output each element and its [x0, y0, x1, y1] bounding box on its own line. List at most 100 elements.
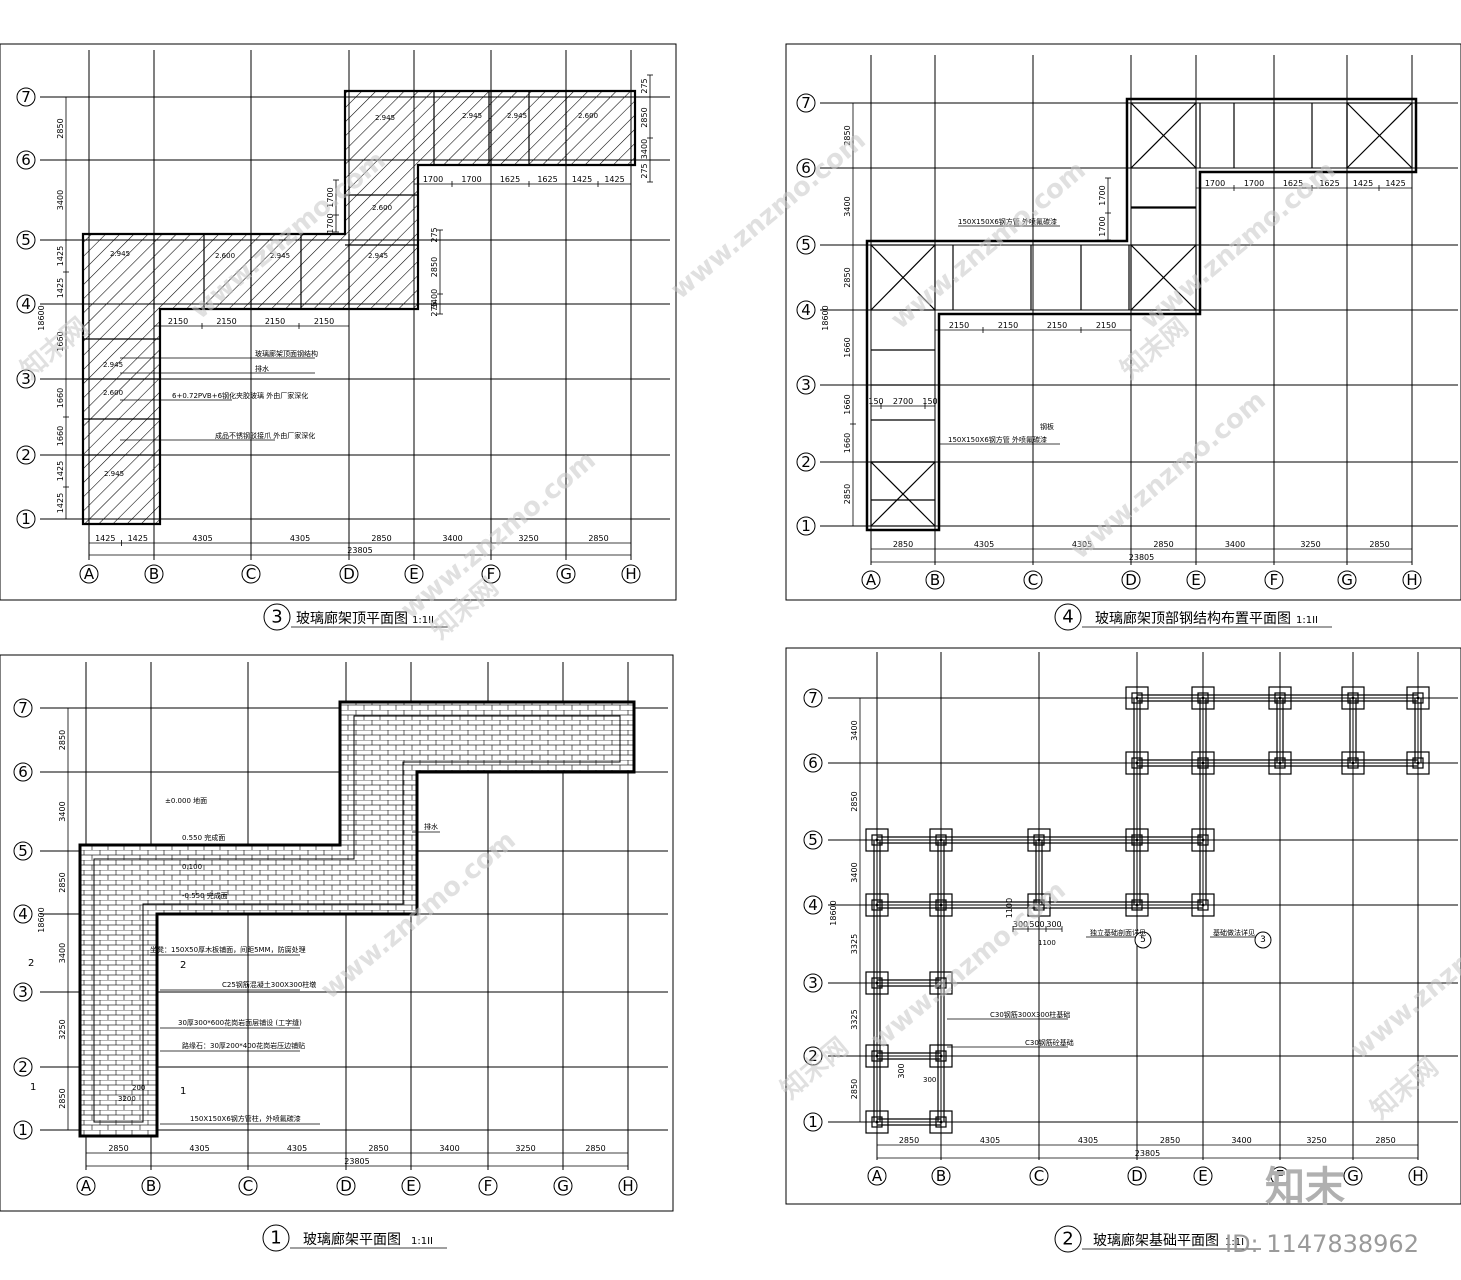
grid-label-7: 7 [18, 699, 28, 717]
p2d-dim-text: 300 [1013, 920, 1028, 929]
grid-label-g: G [560, 565, 572, 583]
p3-elevation: 2.945 [507, 112, 527, 120]
column-pier [1197, 757, 1209, 769]
p1-dim-text: 2850 [108, 1144, 128, 1153]
panel-1-frame [0, 654, 674, 1212]
p3m-dim-text: 2150 [265, 317, 285, 326]
grid-label-f: F [484, 1177, 493, 1195]
grid-bubble-4 [803, 895, 823, 915]
grid-bubble-6 [796, 158, 816, 178]
p4-title-number: 4 [1062, 607, 1073, 628]
p2-note: 基础做法详见 [1213, 928, 1255, 937]
p4-vdim-text: 2850 [843, 125, 852, 145]
grid-label-5: 5 [18, 842, 28, 860]
p1-title-number: 1 [270, 1228, 281, 1249]
p3-elevation: 2.945 [110, 250, 130, 258]
column-pier [1131, 899, 1143, 911]
p1-note: 0.100 [182, 863, 202, 871]
p2-title: 玻璃廊架基础平面图 [1093, 1232, 1219, 1249]
glass-roof-outline [81, 89, 637, 526]
p1-note: 排水 [424, 822, 438, 831]
grid-bubble-e [1193, 1166, 1213, 1186]
p4-dim-text: 4305 [974, 540, 994, 549]
grid-bubble-5 [13, 841, 33, 861]
footing-pad [865, 1110, 889, 1134]
grid-label-b: B [930, 571, 940, 589]
braced-bay-d7-brace [1130, 102, 1197, 169]
p4-vdim-text: 1660 [843, 394, 852, 414]
footing-pad [929, 828, 953, 852]
grid-bubble-7 [16, 87, 36, 107]
p1-note: ±0.000 地面 [165, 796, 207, 805]
p4v-vdim-text: 1700 [1098, 185, 1107, 205]
grid-bubble-5 [796, 235, 816, 255]
p4-dim-text: 2850 [893, 540, 913, 549]
p3v-vdim-text: 1700 [326, 187, 335, 207]
column-pier [1347, 757, 1359, 769]
grid-label-6: 6 [21, 151, 31, 169]
p2-note: 独立基础剖面详见 [1090, 928, 1146, 937]
grid-bubble-f [481, 564, 501, 584]
footing-pad [1191, 686, 1215, 710]
p1-total: 23805 [344, 1157, 369, 1166]
column-pier [1197, 899, 1209, 911]
column-pier [935, 1116, 947, 1128]
grid-label-d: D [1125, 571, 1137, 589]
footing-pad [865, 893, 889, 917]
column-center [1278, 761, 1282, 765]
p4s-dim-text: 2700 [893, 397, 913, 406]
grid-label-1: 1 [21, 510, 31, 528]
p4m-dim-text: 2150 [949, 321, 969, 330]
grid-label-4: 4 [808, 896, 818, 914]
p2d-dim-text: 500 [1029, 920, 1044, 929]
column-pier [1033, 834, 1045, 846]
braced-bay-a1-brace [870, 461, 936, 527]
grid-label-1: 1 [808, 1113, 818, 1131]
p4t-dim-text: 1425 [1353, 179, 1373, 188]
p2-dim-text: 2850 [1375, 1136, 1395, 1145]
p2-title-bubble [1054, 1225, 1082, 1253]
grid-label-4: 4 [21, 295, 31, 313]
grid-bubble-h [1402, 570, 1422, 590]
grid-label-5: 5 [808, 831, 818, 849]
column-center [1135, 903, 1139, 907]
p1-vdim-text: 2850 [58, 730, 67, 750]
footing-pad [929, 1110, 953, 1134]
grid-label-g: G [557, 1177, 569, 1195]
column-center [875, 981, 879, 985]
p3-dim-text: 2850 [371, 534, 391, 543]
p4s-dim-text: 150 [868, 397, 883, 406]
grid-bubble-f [1264, 570, 1284, 590]
p3t-dim-text: 1425 [604, 175, 624, 184]
grid-label-7: 7 [21, 88, 31, 106]
p2-title-number: 2 [1062, 1229, 1073, 1250]
p4-vdim-text: 2850 [843, 484, 852, 504]
grid-bubble-6 [13, 762, 33, 782]
p3-dim-text: 1425 [128, 534, 148, 543]
grid-bubble-h [621, 564, 641, 584]
grid-label-h: H [622, 1177, 633, 1195]
braced-bay-a5-brace [870, 244, 936, 311]
p3-elevation: 2.945 [104, 470, 124, 478]
grid-bubble-7 [796, 93, 816, 113]
footing-pad [1125, 828, 1149, 852]
grid-bubble-c [1029, 1166, 1049, 1186]
footing-pad [1191, 751, 1215, 775]
p3-title-number: 3 [271, 607, 282, 628]
panel-3-frame [0, 43, 677, 601]
column-center [875, 838, 879, 842]
p1-dim-text: 3400 [439, 1144, 459, 1153]
p2-detail-bubble [1254, 931, 1272, 949]
grid-label-g: G [1347, 1167, 1359, 1185]
p3-vdim-text: 1425 [56, 461, 65, 481]
p3r2-vdim-text: 3400 [430, 289, 439, 309]
p2d-dim-text: 300 [1046, 920, 1061, 929]
grid-label-2: 2 [21, 446, 31, 464]
grid-label-6: 6 [808, 754, 818, 772]
p3v-vdim-text: 1700 [326, 213, 335, 233]
p2-dim: 300 [897, 1063, 906, 1078]
footing-pad [929, 893, 953, 917]
p2-detail-mark: 3 [1260, 935, 1266, 945]
column-center [939, 1054, 943, 1058]
footing-pad [865, 828, 889, 852]
